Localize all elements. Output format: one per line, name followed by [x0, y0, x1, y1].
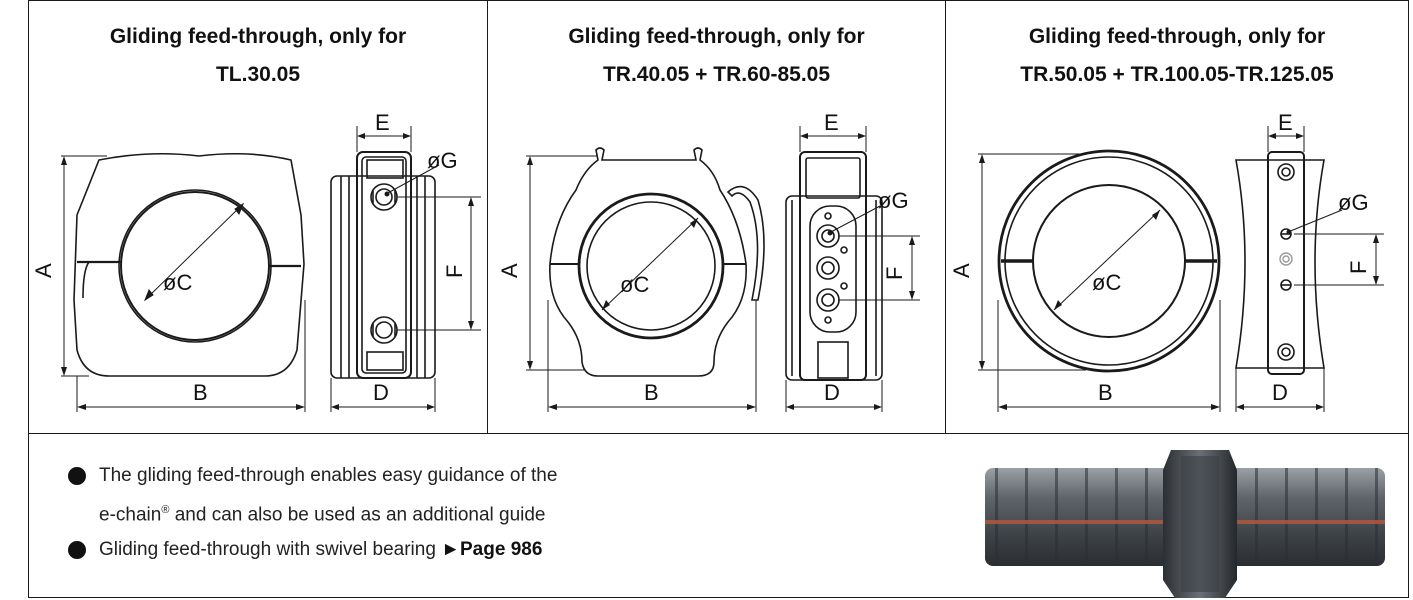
panel-title: Gliding feed-through, only for TR.40.05 … [488, 18, 945, 94]
registered-mark: ® [161, 504, 170, 516]
panel-tr5005: Gliding feed-through, only for TR.50.05 … [946, 0, 1408, 433]
panel-title-line1: Gliding feed-through, only for [568, 25, 865, 48]
feature-list: The gliding feed-through enables easy gu… [68, 458, 557, 567]
dim-label-f: F [882, 267, 907, 280]
table-row-divider [28, 433, 1409, 434]
panel-title-line2: TR.50.05 + TR.100.05-TR.125.05 [1020, 63, 1334, 86]
dim-label-a: A [949, 263, 974, 278]
dim-label-d: D [1272, 380, 1288, 405]
dim-label-f: F [1346, 261, 1371, 274]
dim-label-d: D [373, 380, 389, 405]
dim-label-c: øC [620, 272, 649, 297]
dim-label-c: øC [163, 270, 192, 295]
dim-label-g: øG [427, 148, 458, 173]
panel-title-line2: TL.30.05 [215, 63, 301, 86]
dim-label-a: A [31, 263, 56, 278]
dim-label-b: B [1098, 380, 1113, 405]
dim-label-b: B [644, 380, 659, 405]
dim-label-e: E [824, 110, 839, 135]
bullet-icon [68, 541, 86, 560]
technical-drawing-tr4005: øC A B [497, 110, 920, 412]
e-chain-photo [985, 450, 1385, 598]
panel-tl3005: Gliding feed-through, only for TL.30.05 … [29, 0, 487, 433]
panel-title-line1: Gliding feed-through, only for [1028, 25, 1326, 48]
dim-label-c: øC [1092, 270, 1121, 295]
play-arrow-icon: ► [441, 539, 460, 561]
page-reference-link[interactable]: ►Page 986 [441, 539, 542, 560]
feature-text: Gliding feed-through with swivel bearing [99, 539, 442, 561]
dim-label-g: øG [1338, 190, 1369, 215]
feature-text-line2: e-chain® and can also be used as an addi… [99, 493, 557, 532]
technical-drawing-tr5005: øC A B [949, 110, 1384, 412]
panel-title: Gliding feed-through, only for TR.50.05 … [946, 18, 1408, 94]
panel-title-line2: TR.40.05 + TR.60-85.05 [602, 63, 831, 86]
feature-text-line1: The gliding feed-through enables easy gu… [99, 465, 558, 486]
dim-label-d: D [824, 380, 840, 405]
table-frame [28, 0, 1409, 598]
feature-text-rest: and can also be used as an additional gu… [169, 504, 546, 526]
panel-title: Gliding feed-through, only for TL.30.05 [29, 18, 487, 94]
panel-title-line1: Gliding feed-through, only for [109, 25, 407, 48]
technical-drawing-tl3005: øC A B [31, 110, 481, 412]
page-reference-text: Page 986 [460, 539, 543, 561]
dim-label-b: B [193, 380, 208, 405]
table-top-border [28, 0, 1409, 1]
e-chain-text: e-chain [99, 504, 162, 526]
feature-item: The gliding feed-through enables easy gu… [68, 458, 557, 532]
column-divider-2 [945, 0, 946, 433]
dim-label-f: F [442, 265, 467, 278]
column-divider-1 [487, 0, 488, 433]
dim-label-e: E [1278, 110, 1293, 135]
dim-label-a: A [497, 263, 522, 278]
bullet-icon [68, 467, 86, 485]
dim-label-e: E [375, 110, 390, 135]
dim-label-g: øG [878, 188, 909, 213]
feature-item: Gliding feed-through with swivel bearing… [68, 532, 557, 567]
panel-tr4005: Gliding feed-through, only for TR.40.05 … [488, 0, 945, 433]
